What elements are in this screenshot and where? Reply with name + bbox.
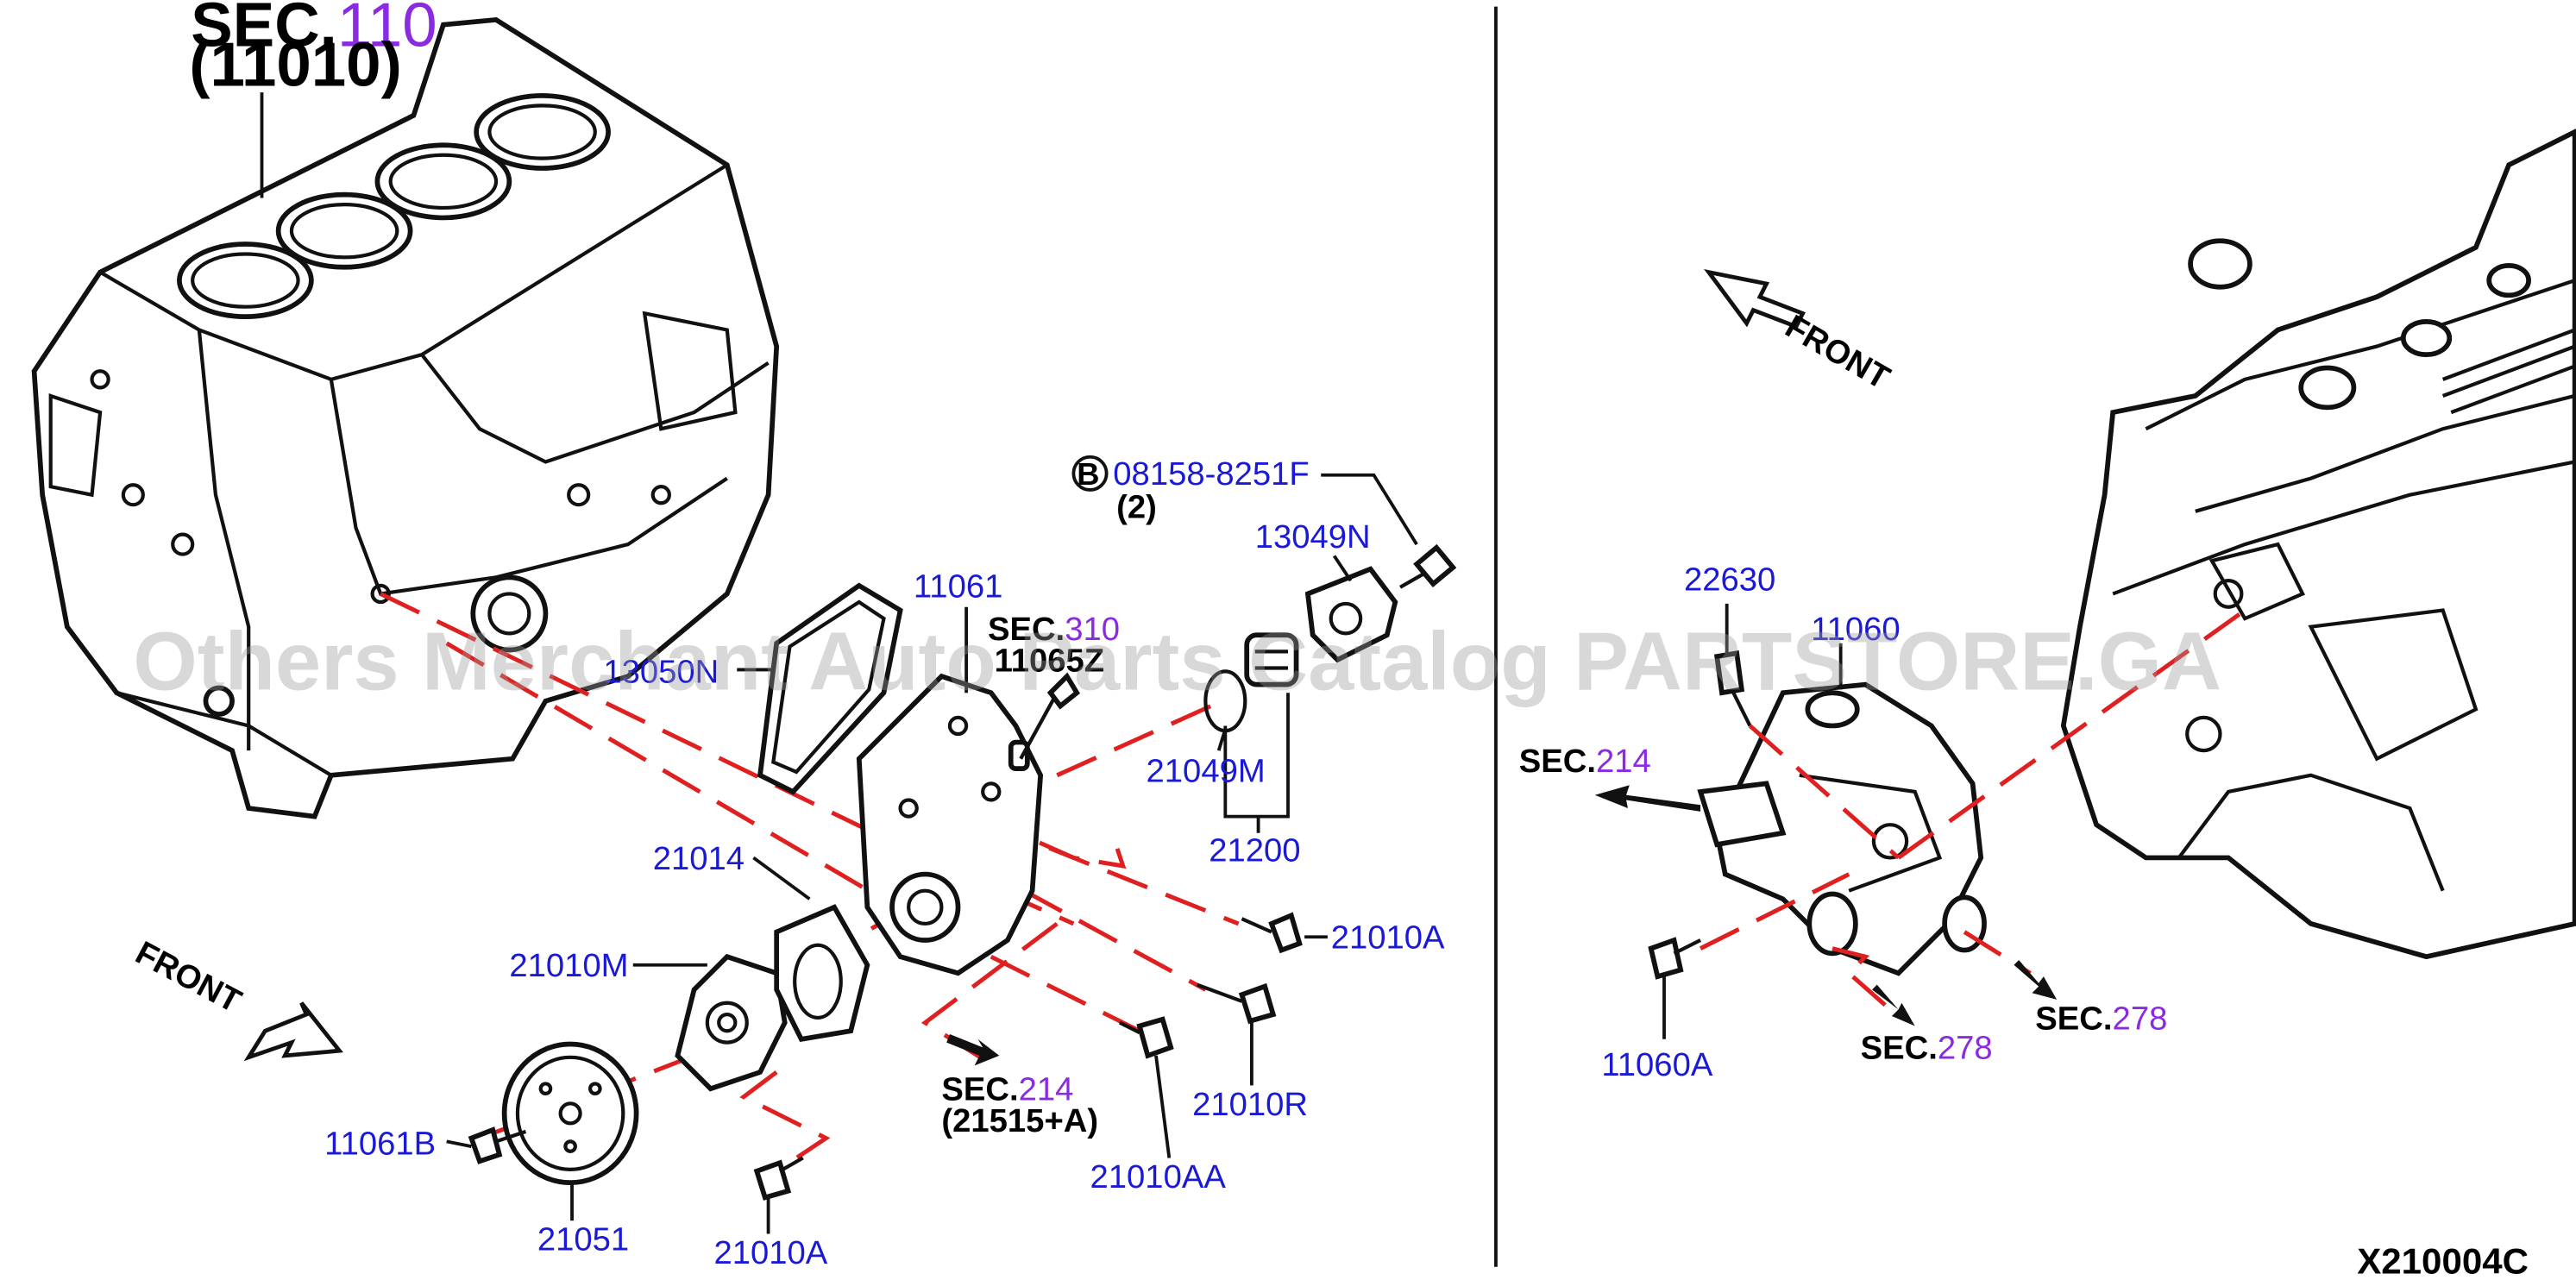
part-label-21051[interactable]: 21051 xyxy=(537,1221,629,1258)
section-214-label-right[interactable]: SEC.214 xyxy=(1519,743,1651,780)
sec-214-arrow-right xyxy=(1594,785,1701,812)
water-outlet-13049N xyxy=(1304,566,1398,663)
gasket-21014 xyxy=(774,904,870,1042)
engine-block-illustration xyxy=(31,17,780,819)
part-label-11060[interactable]: 11060 xyxy=(1811,611,1900,648)
part-label-11060A[interactable]: 11060A xyxy=(1601,1046,1712,1083)
front-arrow-left xyxy=(243,1001,344,1062)
part-label-13049N[interactable]: 13049N xyxy=(1255,518,1371,555)
part-label-21014[interactable]: 21014 xyxy=(653,840,745,877)
part-label-21010A-mid[interactable]: 21010A xyxy=(1331,919,1445,957)
bolt-21010AA xyxy=(1118,1016,1174,1059)
thermostat-21200 xyxy=(1244,632,1299,687)
section-214-label-bottom[interactable]: SEC.214 xyxy=(941,1071,1073,1108)
part-label-21010R[interactable]: 21010R xyxy=(1192,1086,1308,1123)
pulley-21051 xyxy=(501,1041,639,1186)
section-278-label-a[interactable]: SEC.278 xyxy=(2035,1000,2167,1037)
water-pump-housing-illustration xyxy=(856,673,1044,976)
front-label-right: FRONT xyxy=(1779,308,1896,397)
part-label-21010A-bottom[interactable]: 21010A xyxy=(713,1234,827,1271)
part-label-08158-8251F[interactable]: 08158-8251F xyxy=(1113,455,1309,493)
water-outlet-housing-11060 xyxy=(1697,681,1987,976)
part-label-21200[interactable]: 21200 xyxy=(1209,831,1300,869)
bolt-badge-icon xyxy=(1071,455,1109,492)
section-110-label[interactable]: SEC.110 xyxy=(191,0,437,60)
bolt-21010A-mid xyxy=(1241,912,1303,954)
sec-278-arrow-b xyxy=(2014,960,2058,1000)
bolt-21010R xyxy=(1197,982,1277,1025)
section-214-sub-label: (21515+A) xyxy=(941,1102,1098,1139)
part-label-21010AA[interactable]: 21010AA xyxy=(1090,1158,1227,1195)
section-310-sub-label: 11065Z xyxy=(995,642,1105,679)
bolt-21010A-bottom xyxy=(753,1156,804,1201)
part-label-13050N[interactable]: 13050N xyxy=(603,654,719,691)
part-label-21010M[interactable]: 21010M xyxy=(509,947,628,984)
part-label-21049M[interactable]: 21049M xyxy=(1147,752,1266,789)
section-278-label-b[interactable]: SEC.278 xyxy=(1861,1030,1993,1067)
bolt-11065Z xyxy=(1019,672,1080,760)
bolt-11060A xyxy=(1648,937,1702,980)
sec-278-arrow-a xyxy=(1871,984,1915,1026)
watermark-text: Others Merchant Auto Parts Catalog PARTS… xyxy=(133,615,2221,707)
bolt-badge-letter: B xyxy=(1077,456,1099,492)
sec-214-arrow-left xyxy=(946,1034,1000,1066)
bolt-11061B xyxy=(468,1126,527,1164)
leader-lines-right xyxy=(1662,603,1843,1039)
diagram-id: X210004C xyxy=(2357,1240,2529,1280)
gasket-13050N xyxy=(757,582,903,795)
bolt-08158 xyxy=(1398,543,1457,589)
section-310-label[interactable]: SEC.310 xyxy=(988,611,1120,648)
part-label-11061[interactable]: 11061 xyxy=(914,568,1002,605)
water-pump-21010M xyxy=(675,953,788,1092)
leader-lines-left xyxy=(260,92,1418,1234)
part-label-22630[interactable]: 22630 xyxy=(1684,562,1775,599)
front-arrow-right xyxy=(1704,268,1806,329)
temperature-sensor-22630 xyxy=(1713,649,1752,727)
front-label-left: FRONT xyxy=(129,934,247,1020)
section-110-sub-label: (11010) xyxy=(189,29,401,99)
cylinder-head-illustration xyxy=(2060,129,2576,960)
part-label-11061B[interactable]: 11061B xyxy=(324,1126,436,1163)
part-qty-08158: (2) xyxy=(1116,488,1157,525)
